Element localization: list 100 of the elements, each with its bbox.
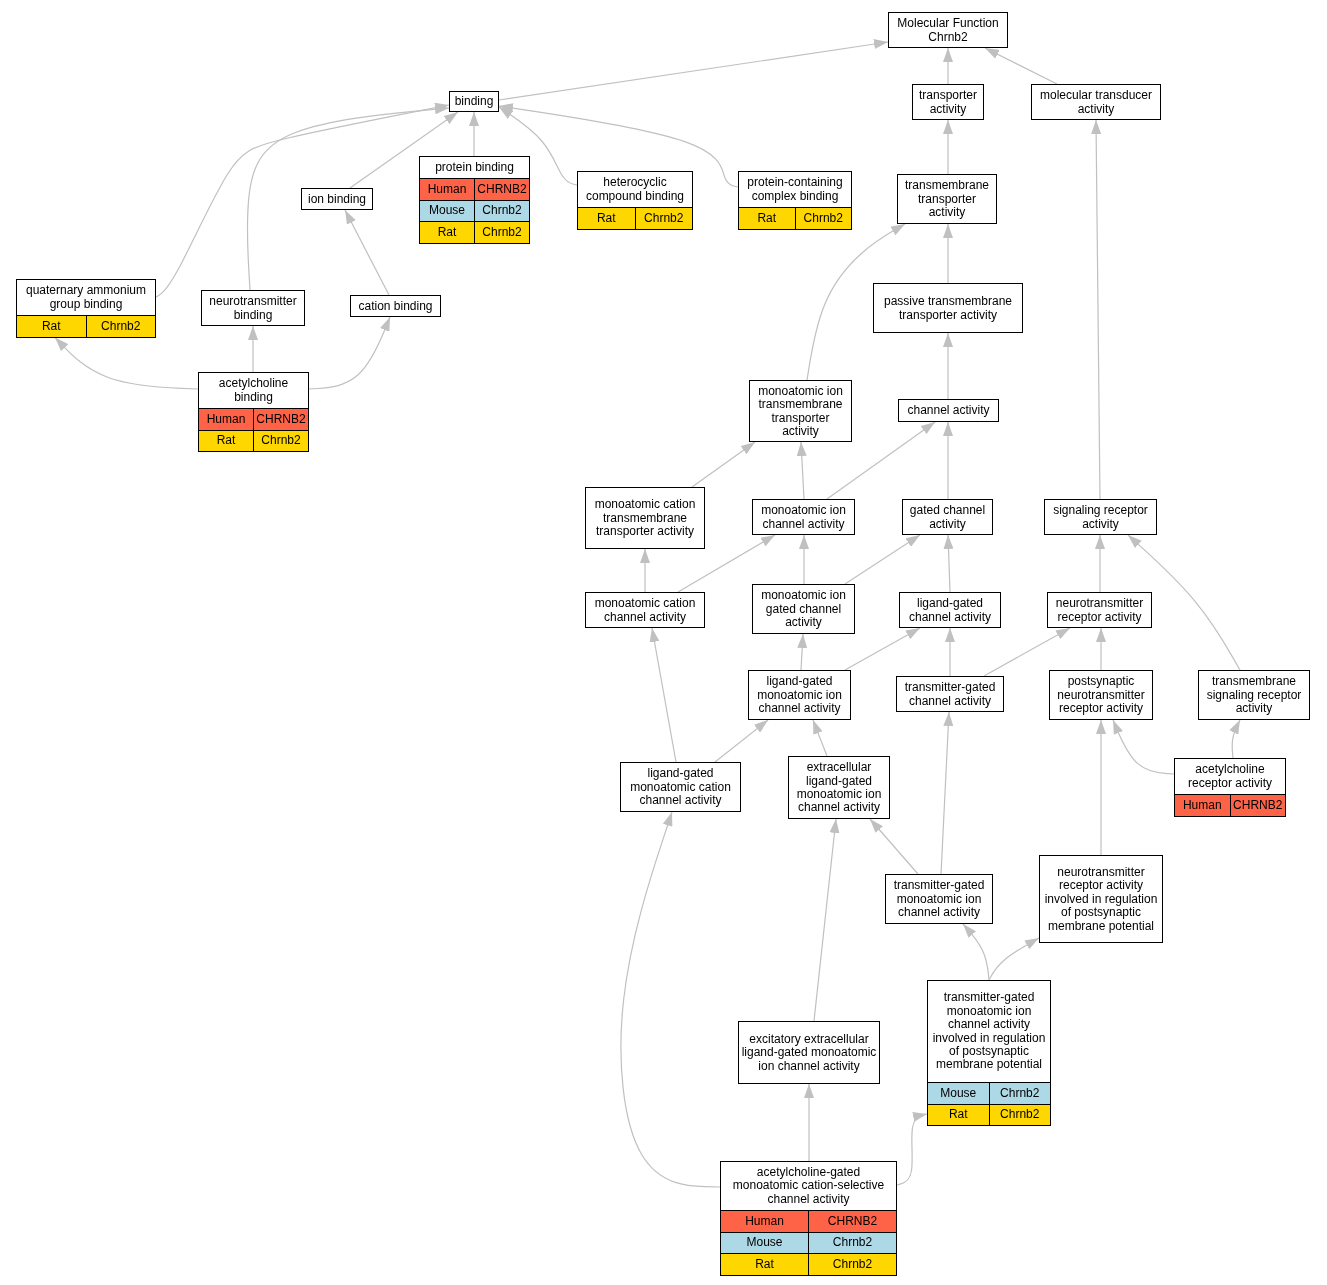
arrow <box>799 534 809 585</box>
arrow <box>640 548 650 593</box>
term-label: transporter activity <box>918 89 978 116</box>
term-label: quaternary ammonium group binding <box>24 284 148 311</box>
arrow <box>1095 534 1105 593</box>
term-label: protein binding <box>435 160 514 175</box>
term-label: monoatomic ion gated channel activity <box>760 589 847 630</box>
term-label: extracellular ligand-gated monoatomic ion channel activity <box>795 761 883 815</box>
arrow <box>943 534 954 593</box>
arrow <box>248 325 258 373</box>
term-box <box>1047 592 1152 628</box>
term-box <box>912 84 984 120</box>
term-label: ligand-gated channel activity <box>907 597 992 624</box>
arrow <box>691 441 756 488</box>
term-box <box>897 174 997 224</box>
arrow <box>943 332 953 400</box>
arrow <box>308 316 391 390</box>
term-box <box>888 12 1008 48</box>
arrow <box>1112 719 1175 775</box>
species-name: Rat <box>40 317 62 335</box>
ortholog-row <box>578 207 692 229</box>
term-box <box>749 380 852 442</box>
arrow <box>54 336 199 390</box>
ortholog-row <box>17 315 155 337</box>
arrow <box>1096 719 1106 856</box>
term-box <box>1039 855 1163 943</box>
arrow <box>620 811 721 1188</box>
term-label: cation binding <box>358 299 433 314</box>
species-name: Rat <box>756 209 778 227</box>
arrow <box>813 818 840 1022</box>
term-box <box>620 762 741 812</box>
term-label: passive transmembrane transporter activity <box>882 295 1014 322</box>
ortholog-row <box>928 1103 1050 1125</box>
species-name: Mouse <box>745 1234 784 1252</box>
term-label: acetylcholine binding <box>217 377 290 404</box>
ortholog-row <box>199 429 308 451</box>
species-name: Human <box>205 410 247 428</box>
term-label: ligand-gated monoatomic ion channel activity <box>756 675 843 716</box>
arrow <box>896 1112 928 1186</box>
term-box <box>896 676 1004 712</box>
term-label: binding <box>454 95 494 109</box>
term-label: channel activity <box>907 404 990 418</box>
term-box <box>898 399 999 422</box>
species-name: Mouse <box>939 1084 978 1102</box>
term-box <box>738 171 852 230</box>
term-label: acetylcholine receptor activity <box>1187 763 1273 790</box>
arrow <box>714 719 769 763</box>
term-box <box>1198 670 1310 720</box>
term-label: transmembrane signaling receptor activity <box>1205 675 1303 716</box>
term-box <box>419 156 530 244</box>
ortholog-row <box>420 178 529 200</box>
arrow <box>498 106 578 186</box>
arrow <box>344 209 390 296</box>
term-box <box>16 279 156 338</box>
term-box <box>873 283 1023 333</box>
term-label: neurotransmitter binding <box>208 295 298 322</box>
term-box <box>449 91 499 112</box>
arrow <box>1091 119 1102 500</box>
term-box <box>301 188 373 210</box>
term-label: excitatory extracellular ligand-gated monoatomic ion channel activity <box>741 1032 877 1074</box>
species-name: Rat <box>436 223 458 241</box>
term-box <box>752 499 855 535</box>
arrow <box>826 421 936 500</box>
term-label: transmitter-gated channel activity <box>903 681 997 708</box>
term-label: monoatomic ion channel activity <box>760 504 847 531</box>
term-box <box>788 756 890 819</box>
ortholog-row <box>928 1082 1050 1104</box>
arrow <box>804 1083 814 1162</box>
term-label: signaling receptor activity <box>1052 504 1149 531</box>
species-name: Human <box>426 180 468 198</box>
arrow <box>1096 627 1106 671</box>
term-box <box>752 584 855 634</box>
term-label: transmembrane transporter activity <box>903 179 990 220</box>
ortholog-row <box>721 1210 896 1232</box>
term-box <box>585 592 705 628</box>
term-box <box>577 171 693 230</box>
arrow <box>1229 719 1241 759</box>
arrow <box>988 937 1040 981</box>
species-name: Rat <box>215 432 237 450</box>
term-label: postsynaptic neurotransmitter receptor activity <box>1056 675 1146 716</box>
term-label: monoatomic cation channel activity <box>593 597 697 624</box>
term-box <box>350 295 441 317</box>
term-box <box>201 290 305 326</box>
arrow <box>246 104 450 291</box>
term-label: ion binding <box>307 192 367 207</box>
term-label: acetylcholine-gated monoatomic cation-selective channel activity <box>731 1165 886 1207</box>
species-name: Rat <box>595 209 617 227</box>
ortholog-row <box>721 1253 896 1275</box>
arrow <box>869 818 919 875</box>
species-name: Human <box>1181 796 1223 814</box>
arrow <box>155 102 450 298</box>
species-name: Rat <box>754 1255 775 1273</box>
arrow <box>962 923 990 981</box>
arrow <box>796 441 807 500</box>
term-box <box>748 670 851 720</box>
ortholog-row <box>420 221 529 243</box>
arrow <box>806 223 906 381</box>
ortholog-row <box>199 408 308 430</box>
term-label: protein-containing complex binding <box>746 176 844 203</box>
arrow <box>469 111 479 157</box>
